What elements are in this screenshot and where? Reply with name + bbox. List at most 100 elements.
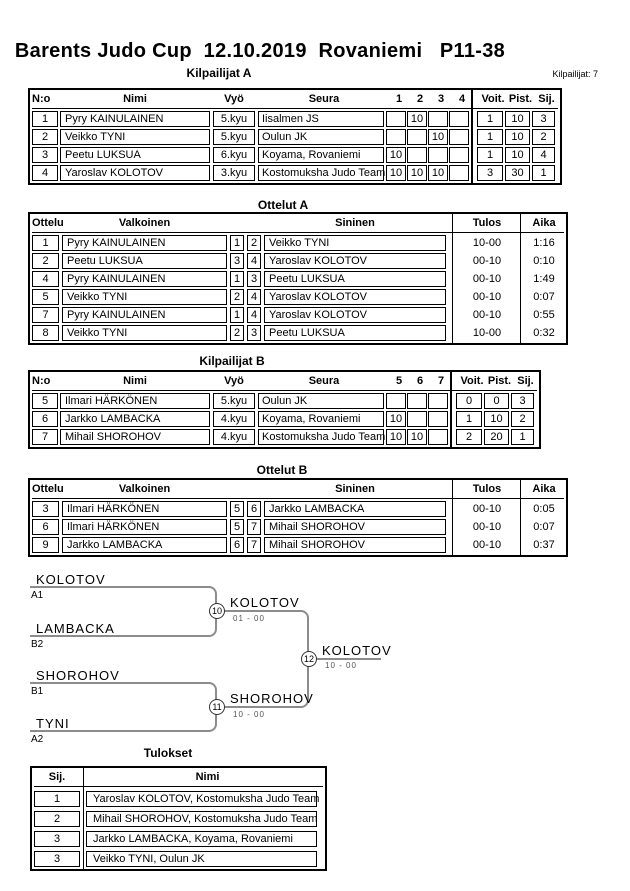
cell-name: Veikko TYNI: [60, 129, 210, 145]
table-row: 5 Veikko TYNI 2 4 Yaroslav KOLOTOV 00-10…: [32, 289, 564, 305]
cell-no: 4: [32, 165, 58, 181]
pool-b-divider: [450, 372, 452, 447]
cell-place: 2: [34, 811, 80, 827]
match-number-circle: 12: [301, 651, 317, 667]
table-row: 4 Pyry KAINULAINEN 1 3 Peetu LUKSUA 00-1…: [32, 271, 564, 287]
cell-white-name: Pyry KAINULAINEN: [62, 271, 227, 287]
col-header-round-2: 2: [416, 93, 424, 105]
matches-b-header-row: Ottelu Valkoinen Sininen Tulos Aika: [32, 481, 564, 499]
cell-score: [428, 111, 448, 127]
cell-blue-no: 7: [247, 537, 261, 553]
cell-blue-no: 3: [247, 325, 261, 341]
col-header-name: Nimi: [123, 93, 147, 105]
cell-belt: 5.kyu: [213, 111, 255, 127]
cell-match-no: 4: [32, 271, 59, 287]
cell-time: 0:37: [524, 537, 564, 553]
col-header-points: Pist.: [508, 93, 533, 105]
cell-club: Oulun JK: [258, 129, 384, 145]
col-header-belt: Vyö: [224, 93, 244, 105]
col-header-club: Seura: [308, 375, 340, 387]
col-header-club: Seura: [308, 93, 340, 105]
cell-points: 20: [484, 429, 509, 445]
cell-time: 0:32: [524, 325, 564, 341]
cell-result: 00-10: [458, 519, 516, 535]
table-row: 6 Jarkko LAMBACKA 4.kyu Koyama, Rovaniem…: [32, 411, 537, 427]
cell-white-name: Jarkko LAMBACKA: [62, 537, 227, 553]
table-row: 1 Pyry KAINULAINEN 5.kyu Iisalmen JS 10 …: [32, 111, 558, 127]
cell-white-name: Ilmari HÄRKÖNEN: [62, 501, 227, 517]
cell-blue-no: 4: [247, 253, 261, 269]
cell-no: 2: [32, 129, 58, 145]
pool-a-header-row: N:o Nimi Vyö Seura 1 2 3 4 Voit. Pist. S…: [32, 91, 558, 109]
cell-points: 10: [505, 147, 530, 163]
cell-score: 10: [428, 129, 448, 145]
cell-white-name: Veikko TYNI: [62, 289, 227, 305]
cell-wins: 1: [477, 111, 503, 127]
col-header-round-3: 3: [437, 93, 445, 105]
col-header-match: Ottelu: [32, 217, 64, 229]
cell-score: 10: [386, 147, 406, 163]
cell-no: 1: [32, 111, 58, 127]
cell-blue-name: Veikko TYNI: [264, 235, 446, 251]
cell-score: [428, 393, 448, 409]
cell-blue-name: Peetu LUKSUA: [264, 271, 446, 287]
cell-club: Iisalmen JS: [258, 111, 384, 127]
cell-name: Yaroslav KOLOTOV, Kostomuksha Judo Team: [86, 791, 319, 807]
cell-blue-no: 2: [247, 235, 261, 251]
cell-white-name: Pyry KAINULAINEN: [62, 235, 227, 251]
table-row: 3 Jarkko LAMBACKA, Koyama, Rovaniemi: [34, 831, 323, 847]
bracket-connector-semi-1: [30, 586, 217, 637]
cell-blue-name: Mihail SHOROHOV: [264, 537, 446, 553]
result-divider: [452, 480, 453, 555]
page-title: Barents Judo Cup 12.10.2019 Rovaniemi P1…: [14, 40, 506, 62]
matches-a-header-row: Ottelu Valkoinen Sininen Tulos Aika: [32, 215, 564, 233]
cell-score: [449, 111, 469, 127]
col-header-white: Valkoinen: [118, 217, 171, 229]
cell-no: 7: [32, 429, 58, 445]
cell-white-name: Ilmari HÄRKÖNEN: [62, 519, 227, 535]
cell-points: 10: [505, 129, 530, 145]
bracket-seed-label: B1: [31, 686, 44, 697]
cell-result: 00-10: [458, 501, 516, 517]
cell-place: 3: [511, 393, 534, 409]
cell-no: 5: [32, 393, 58, 409]
cell-name: Jarkko LAMBACKA, Koyama, Rovaniemi: [86, 831, 317, 847]
cell-time: 0:07: [524, 289, 564, 305]
cell-match-no: 3: [32, 501, 59, 517]
results-divider: [83, 768, 84, 869]
col-header-no: N:o: [32, 375, 51, 387]
cell-blue-name: Yaroslav KOLOTOV: [264, 307, 446, 323]
cell-place: 3: [34, 831, 80, 847]
col-header-belt: Vyö: [224, 375, 244, 387]
cell-place: 3: [34, 851, 80, 867]
table-row: 3 Ilmari HÄRKÖNEN 5 6 Jarkko LAMBACKA 00…: [32, 501, 564, 517]
cell-place: 1: [532, 165, 555, 181]
bracket-seed-label: B2: [31, 639, 44, 650]
cell-blue-name: Peetu LUKSUA: [264, 325, 446, 341]
cell-time: 0:07: [524, 519, 564, 535]
col-header-round-7: 7: [437, 375, 445, 387]
col-header-result: Tulos: [472, 483, 502, 495]
cell-white-name: Veikko TYNI: [62, 325, 227, 341]
pool-a-table: N:o Nimi Vyö Seura 1 2 3 4 Voit. Pist. S…: [28, 88, 562, 185]
time-divider: [520, 214, 521, 343]
cell-time: 1:16: [524, 235, 564, 251]
table-row: 7 Pyry KAINULAINEN 1 4 Yaroslav KOLOTOV …: [32, 307, 564, 323]
cell-result: 00-10: [458, 271, 516, 287]
cell-score: [407, 147, 427, 163]
cell-match-no: 8: [32, 325, 59, 341]
cell-no: 6: [32, 411, 58, 427]
cell-score: [386, 111, 406, 127]
cell-belt: 4.kyu: [213, 429, 255, 445]
cell-score: [407, 393, 427, 409]
final-score: 10 - 00: [325, 661, 357, 670]
col-header-round-5: 5: [395, 375, 403, 387]
pool-b-header-row: N:o Nimi Vyö Seura 5 6 7 Voit. Pist. Sij…: [32, 373, 537, 391]
bracket-seed-label: A2: [31, 734, 44, 745]
table-row: 2 Mihail SHOROHOV, Kostomuksha Judo Team: [34, 811, 323, 827]
cell-place: 4: [532, 147, 555, 163]
col-header-wins: Voit.: [481, 93, 505, 105]
table-row: 1 Yaroslav KOLOTOV, Kostomuksha Judo Tea…: [34, 791, 323, 807]
matches-b-heading: Ottelut B: [256, 463, 308, 477]
